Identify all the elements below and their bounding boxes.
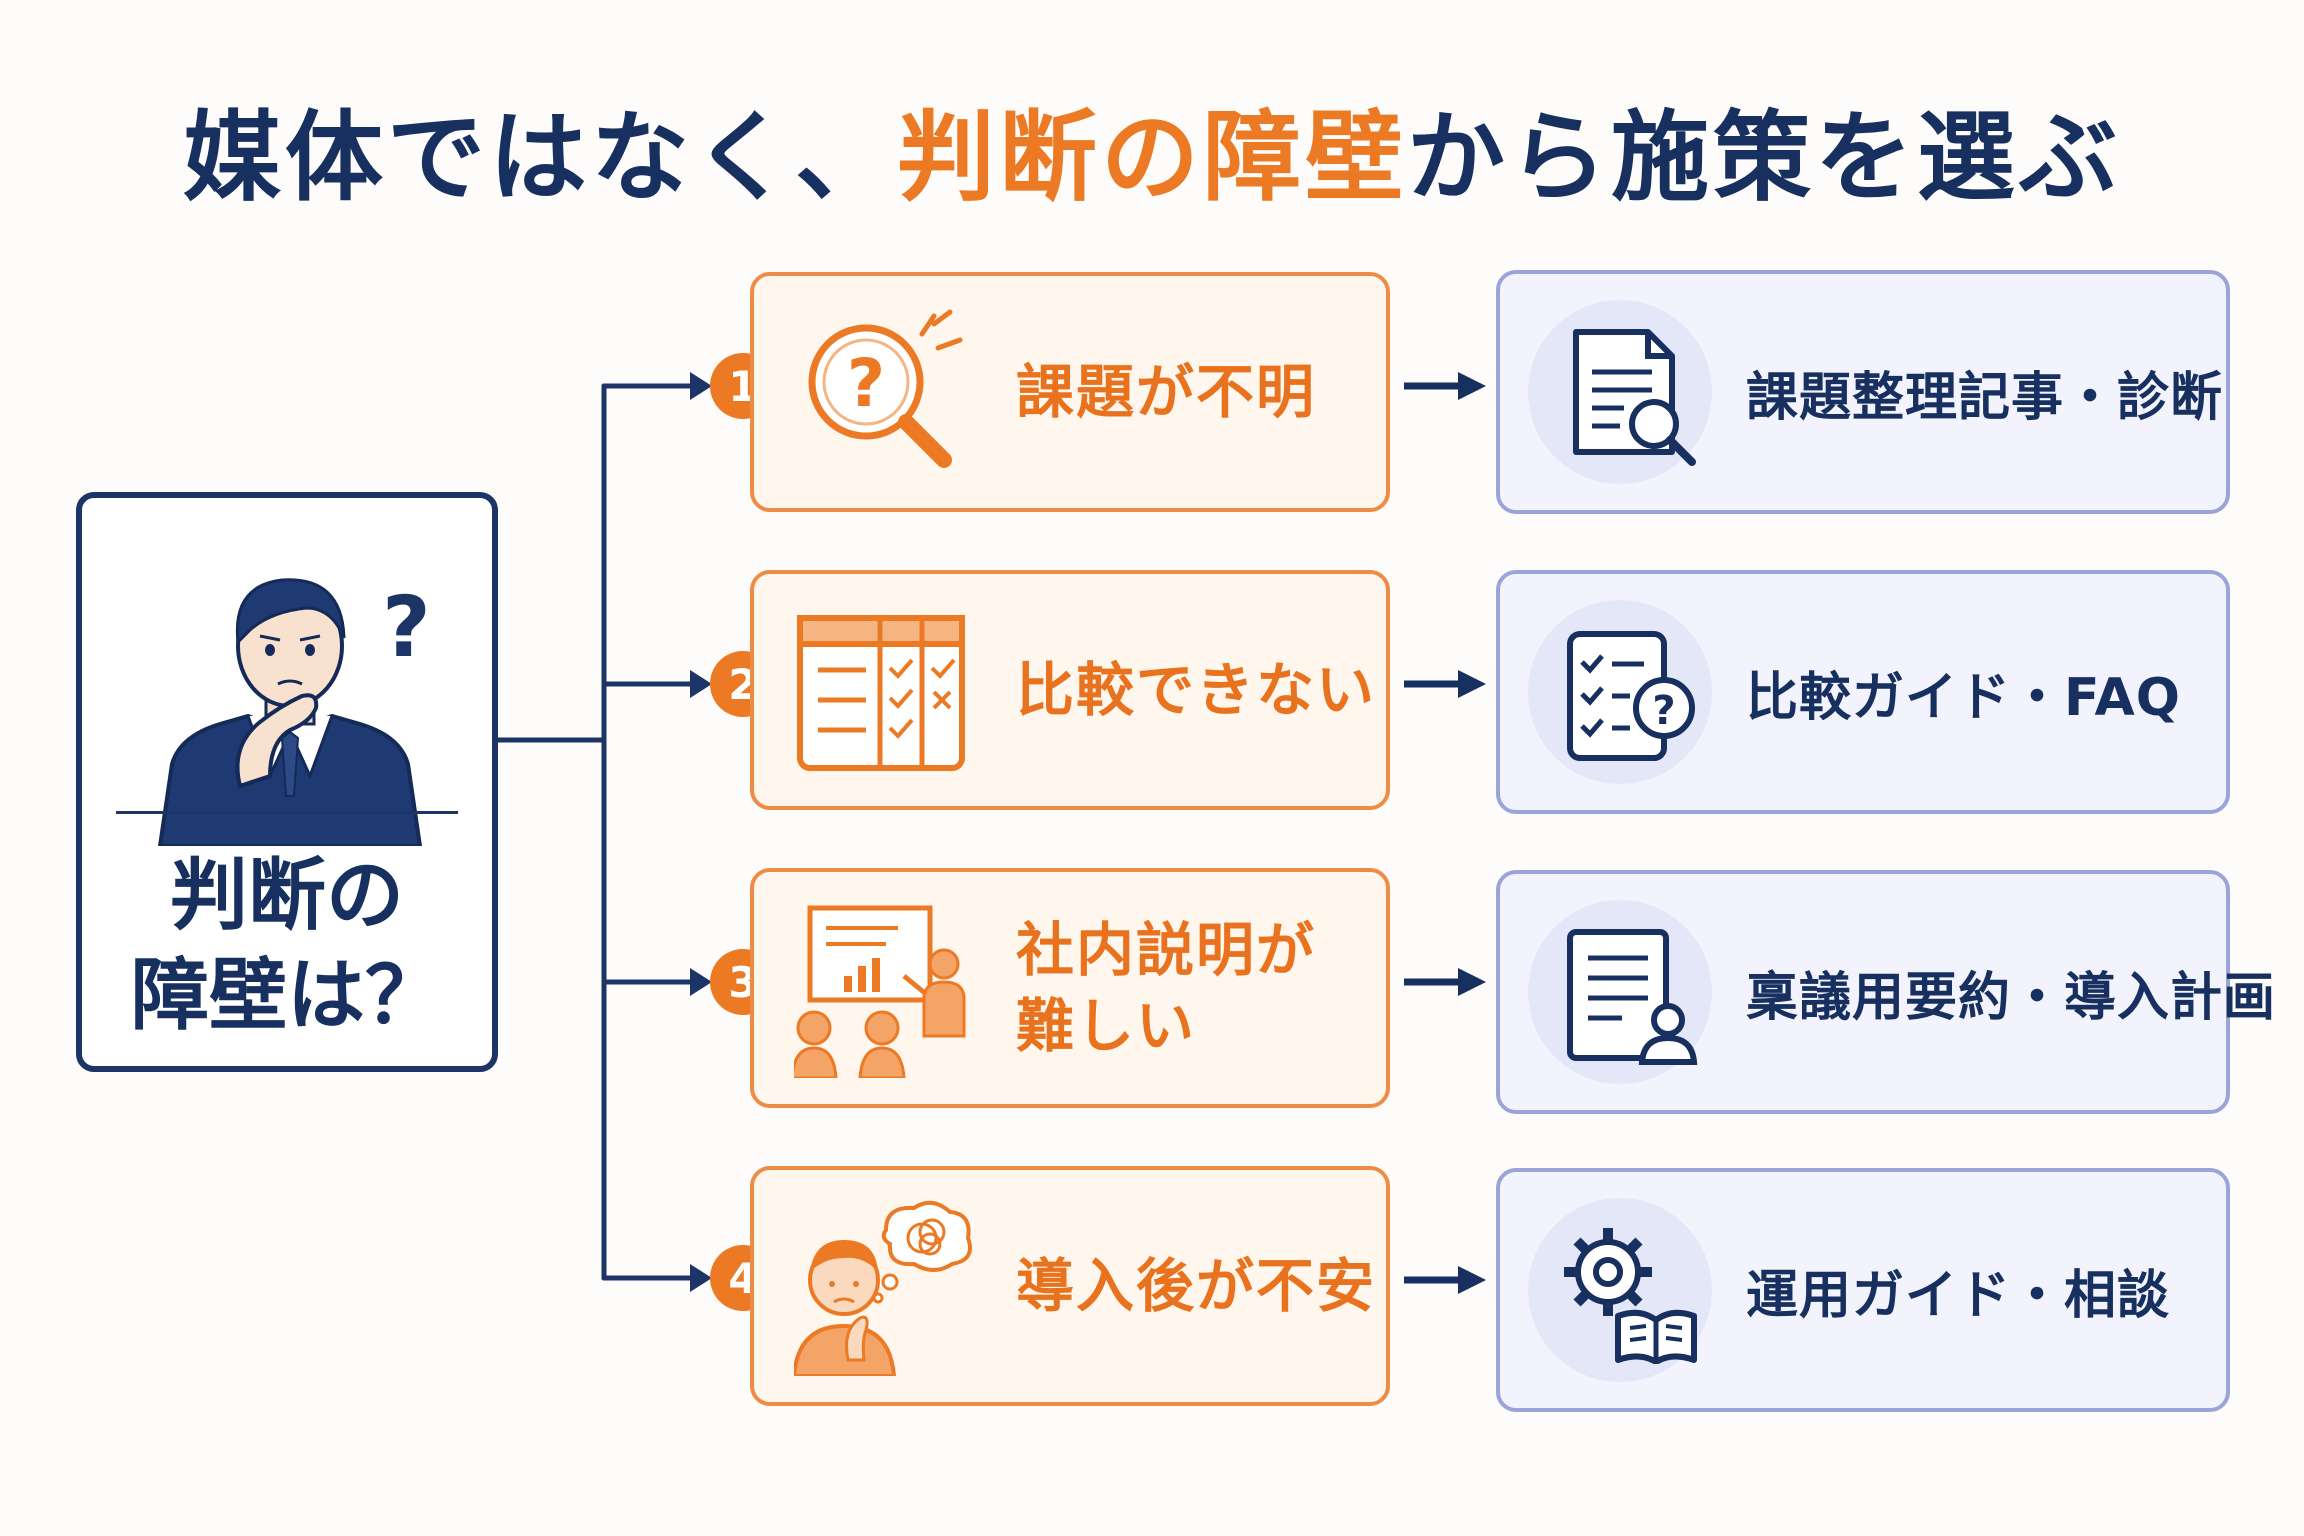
- question-mark: ?: [382, 578, 431, 676]
- gear-book-icon: [1564, 1228, 1697, 1364]
- checklist-question-icon: ?: [1567, 631, 1695, 761]
- arrow-right-icon: [1404, 372, 1486, 400]
- solution-label-4: 運用ガイド・相談: [1746, 1265, 2171, 1326]
- title-highlight: 判断の障壁: [896, 101, 1407, 215]
- page-title: 媒体ではなく、判断の障壁から施策を選ぶ: [0, 78, 2304, 220]
- left-title-line1: 判断の: [169, 851, 404, 941]
- judgment-barrier-box: ? 判断の 障壁は？: [76, 492, 498, 1072]
- svg-text:?: ?: [847, 345, 885, 422]
- barrier-label-3-line2: 難しい: [1016, 992, 1197, 1060]
- title-part2: から施策を選ぶ: [1407, 101, 2122, 215]
- left-title: 判断の 障壁は？: [82, 846, 492, 1046]
- worried-person-icon: [794, 1200, 972, 1376]
- barrier-label-3-line1: 社内説明が: [1016, 916, 1317, 984]
- arrow-right-icon: [1404, 1266, 1486, 1294]
- solution-card-4: 運用ガイド・相談: [1496, 1168, 2230, 1412]
- document-search-icon: [1573, 329, 1696, 466]
- solution-card-3: 稟議用要約・導入計画: [1496, 870, 2277, 1114]
- barrier-card-3: 社内説明が 難しい: [750, 868, 1390, 1108]
- comparison-table-icon: [797, 615, 965, 771]
- barrier-card-2: 比較できない: [750, 570, 1390, 810]
- solution-card-2: ? 比較ガイド・FAQ: [1496, 570, 2230, 814]
- divider: [116, 811, 458, 814]
- arrow-right-icon: [1404, 670, 1486, 698]
- arrow-right-icon: [1404, 968, 1486, 996]
- solution-label-3: 稟議用要約・導入計画: [1746, 967, 2277, 1028]
- barrier-card-4: 導入後が不安: [750, 1166, 1390, 1406]
- barrier-label-4: 導入後が不安: [1016, 1252, 1377, 1320]
- left-title-line2: 障壁は？: [130, 951, 443, 1041]
- solution-card-1: 課題整理記事・診断: [1496, 270, 2230, 514]
- svg-text:?: ?: [1652, 688, 1675, 734]
- barrier-card-1: ? 課題が不明: [750, 272, 1390, 512]
- barrier-label-1: 課題が不明: [1016, 358, 1317, 426]
- barrier-label-2: 比較できない: [1016, 656, 1377, 724]
- thinking-businessman-icon: ?: [157, 578, 431, 846]
- solution-label-2: 比較ガイド・FAQ: [1746, 667, 2182, 728]
- barrier-label-3: 社内説明が 難しい: [1016, 872, 1376, 1104]
- presentation-icon: [794, 905, 966, 1078]
- title-part1: 媒体ではなく、: [182, 101, 897, 215]
- document-person-icon: [1567, 929, 1698, 1065]
- solution-label-1: 課題整理記事・診断: [1746, 367, 2224, 428]
- magnifier-question-icon: ?: [808, 309, 963, 468]
